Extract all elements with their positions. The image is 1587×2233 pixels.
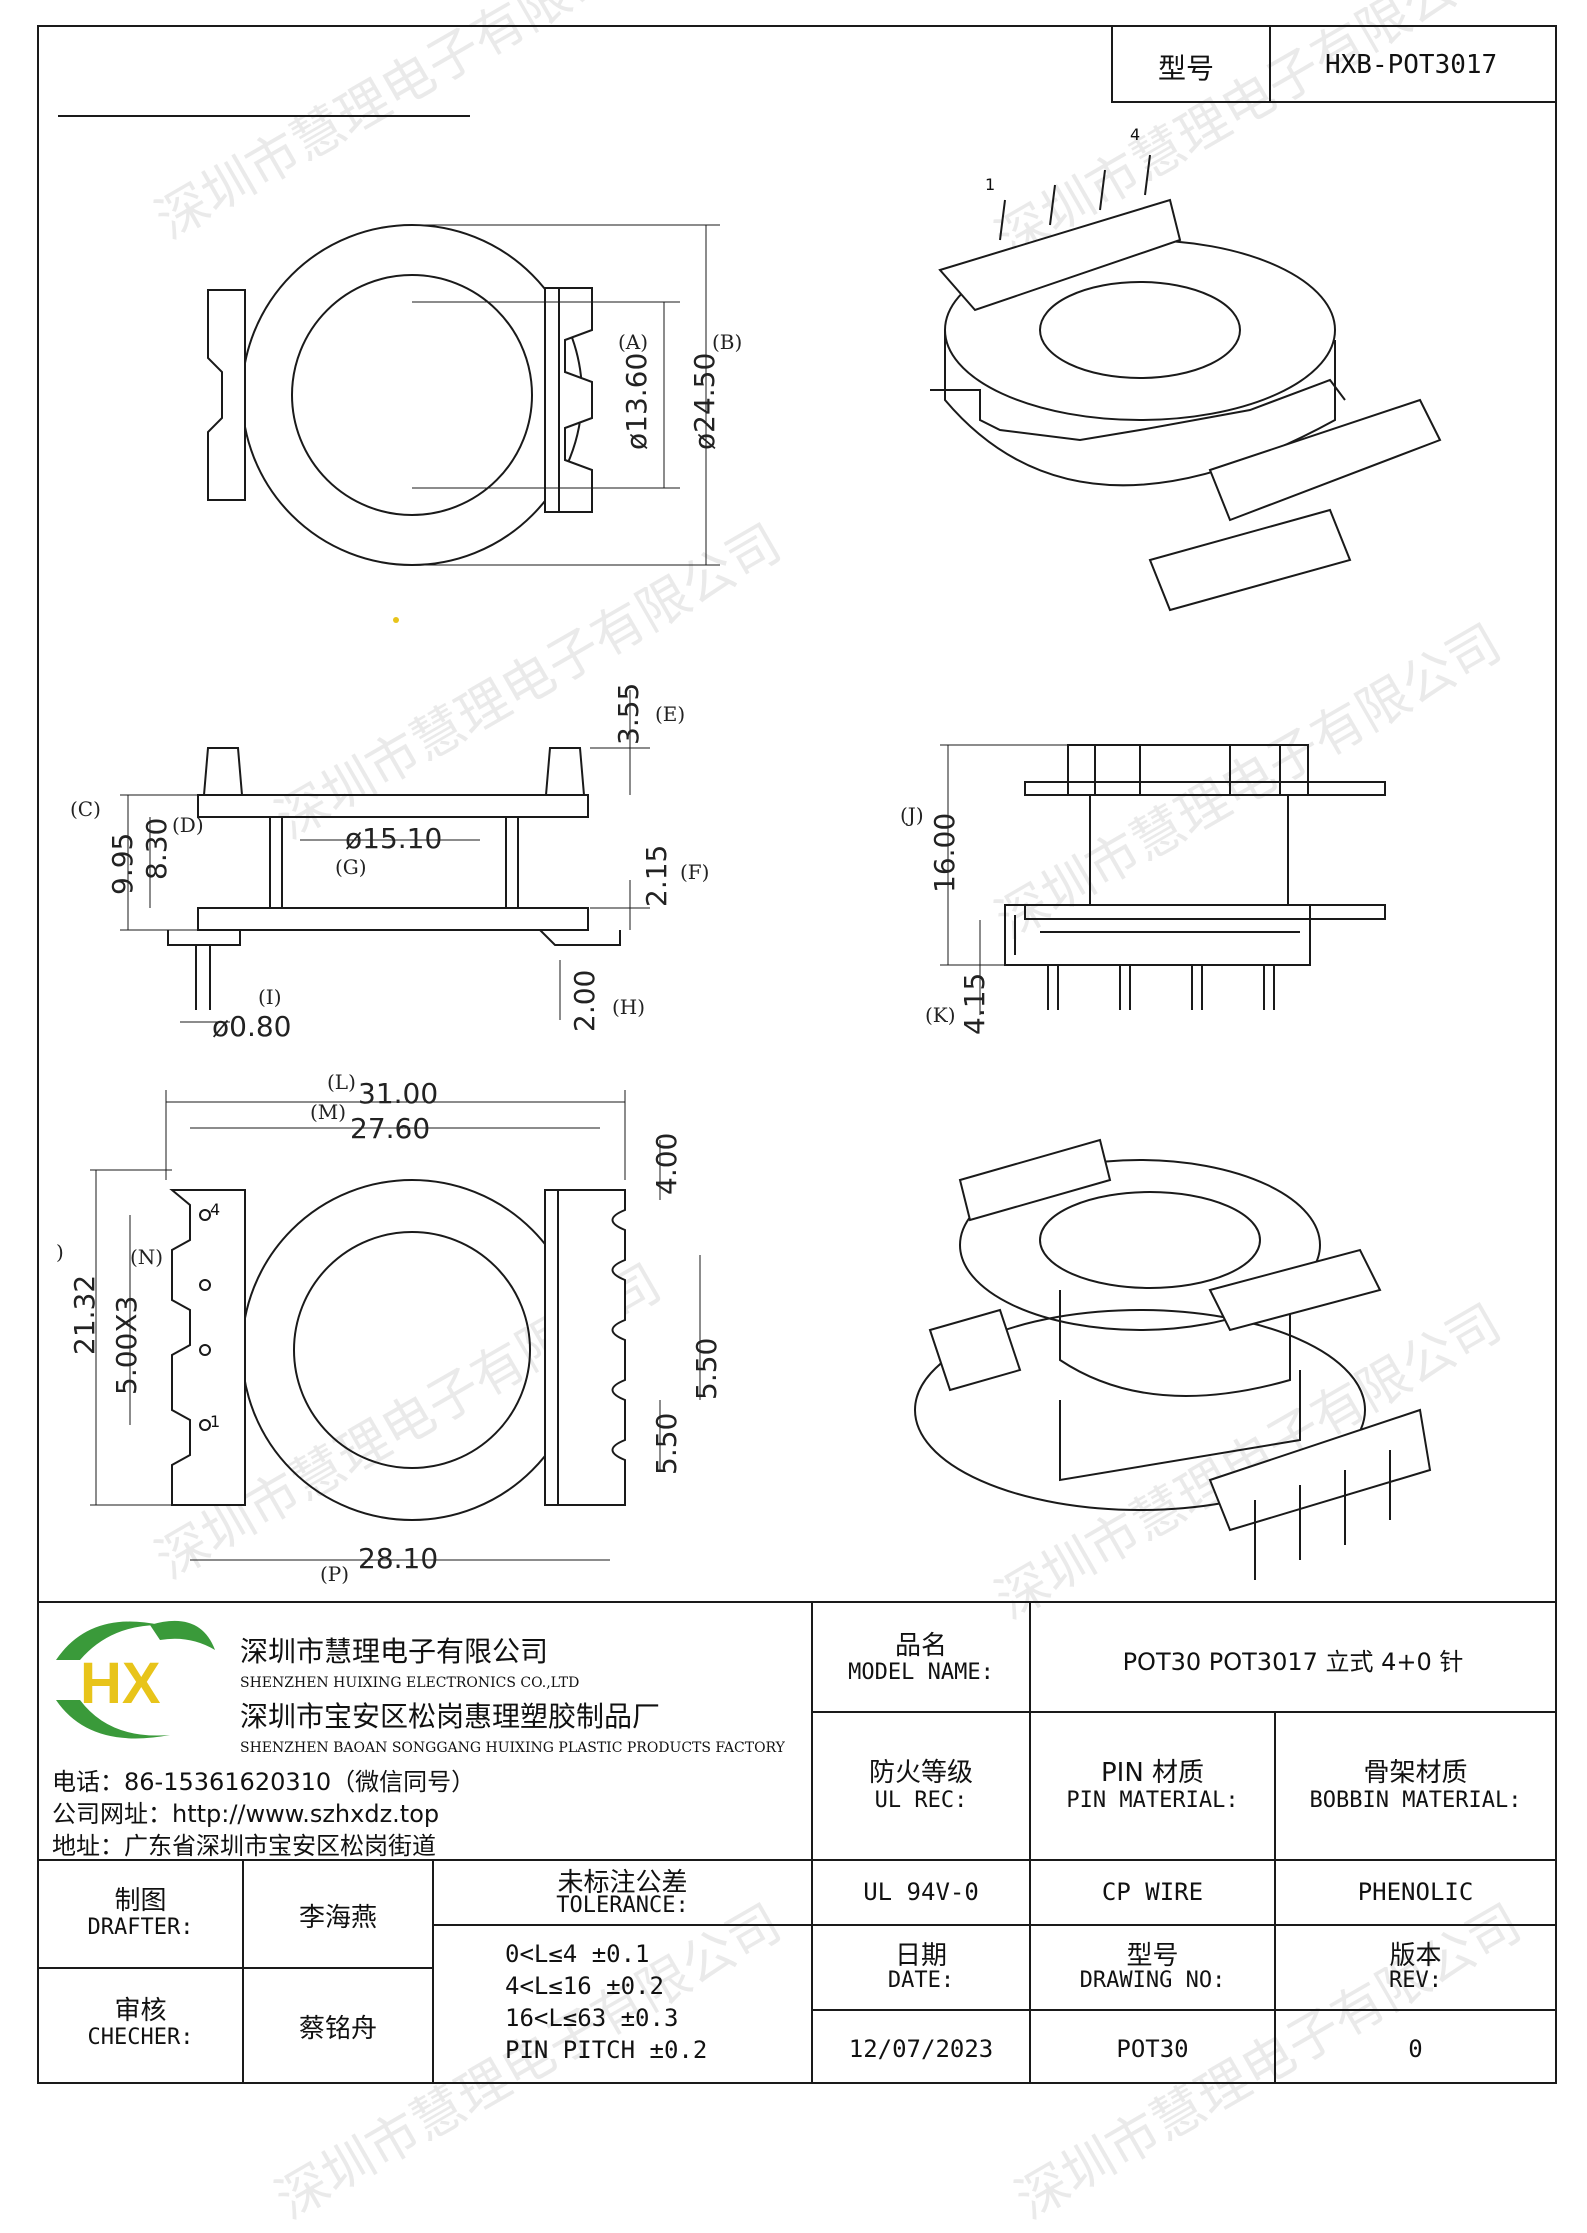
dim-h-label: (H) bbox=[612, 995, 646, 1019]
dim-e-value: 3.55 bbox=[612, 682, 645, 745]
iso-view-bottom bbox=[914, 1138, 1432, 1580]
fire-rating-label-en: UL REC: bbox=[874, 1788, 968, 1813]
pin-material-label-en: PIN MATERIAL: bbox=[1066, 1788, 1239, 1813]
company-name-en: SHENZHEN HUIXING ELECTRONICS CO.,LTD bbox=[240, 1675, 580, 1691]
header-box bbox=[1111, 25, 1557, 103]
dim-g-value: ø15.10 bbox=[345, 822, 443, 855]
dim-g-label: (G) bbox=[335, 855, 367, 879]
checker-label-cn: 审核 bbox=[114, 1996, 167, 2026]
tolerance-label-en: TOLERANCE: bbox=[556, 1893, 689, 1918]
date-value: 12/07/2023 bbox=[848, 2035, 994, 2063]
dim-b-label: (B) bbox=[712, 330, 743, 354]
dim-p-value: 28.10 bbox=[358, 1542, 439, 1575]
dim-r2-value: 5.50 bbox=[690, 1337, 723, 1400]
dim-a-label: (A) bbox=[618, 330, 649, 354]
title-block-grid bbox=[38, 1601, 1556, 2083]
company-website: 公司网址：http://www.szhxdz.top bbox=[52, 1800, 440, 1828]
dim-c-value: 9.95 bbox=[106, 832, 139, 895]
factory-name-en: SHENZHEN BAOAN SONGGANG HUIXING PLASTIC … bbox=[240, 1740, 785, 1756]
revision-label-en: REV: bbox=[1389, 1968, 1442, 1993]
dim-o-value: 21.32 bbox=[68, 1274, 101, 1355]
pin-4-marker: 4 bbox=[210, 1200, 221, 1219]
dim-n-value: 5.00X3 bbox=[110, 1295, 143, 1395]
dim-l-label: (L) bbox=[327, 1070, 356, 1094]
drafter-value: 李海燕 bbox=[298, 1903, 377, 1933]
company-logo bbox=[56, 1620, 215, 1739]
dim-m-value: 27.60 bbox=[350, 1112, 431, 1145]
drafter-label-en: DRAFTER: bbox=[87, 1915, 194, 1940]
pin-material-label-cn: PIN 材质 bbox=[1100, 1758, 1205, 1788]
model-name-value: POT30 POT3017 立式 4+0 针 bbox=[1122, 1648, 1464, 1676]
outer-frame bbox=[37, 25, 1557, 2084]
bobbin-material-value: PHENOLIC bbox=[1357, 1878, 1474, 1906]
dim-n-label: (N) bbox=[130, 1245, 164, 1269]
dim-i-label: (I) bbox=[258, 985, 282, 1009]
dim-d-label: (D) bbox=[172, 813, 204, 837]
front-view bbox=[940, 744, 1386, 1015]
dim-e-label: (E) bbox=[655, 702, 686, 726]
dim-a-value: ø13.60 bbox=[620, 352, 653, 450]
iso-view-top bbox=[930, 154, 1442, 612]
dim-f-value: 2.15 bbox=[640, 844, 673, 907]
model-type-label: 型号 bbox=[1158, 52, 1215, 85]
dim-f-label: (F) bbox=[680, 860, 710, 884]
drawing-no-label-cn: 型号 bbox=[1126, 1941, 1179, 1971]
dim-r1-value: 4.00 bbox=[650, 1132, 683, 1195]
date-label-en: DATE: bbox=[887, 1968, 955, 1993]
dim-o-label: ) bbox=[56, 1240, 64, 1264]
bobbin-material-label-en: BOBBIN MATERIAL: bbox=[1309, 1788, 1522, 1813]
checker-label-en: CHECHER: bbox=[87, 2025, 194, 2050]
date-label-cn: 日期 bbox=[894, 1941, 947, 1971]
tolerance-row: PIN PITCH ±0.2 bbox=[505, 2036, 708, 2064]
tolerance-row: 16<L≤63 ±0.3 bbox=[505, 2004, 679, 2032]
model-name-label-cn: 品名 bbox=[894, 1631, 947, 1661]
drafter-label-cn: 制图 bbox=[114, 1886, 167, 1916]
fire-rating-value: UL 94V-0 bbox=[863, 1878, 979, 1906]
fire-rating-label-cn: 防火等级 bbox=[868, 1758, 973, 1788]
iso-pin-1-label: 1 bbox=[985, 175, 996, 194]
engineering-drawing bbox=[37, 25, 1557, 2084]
dim-d-value: 8.30 bbox=[140, 817, 173, 880]
dim-r3-value: 5.50 bbox=[650, 1412, 683, 1475]
tolerance-label-cn: 未标注公差 bbox=[557, 1868, 688, 1898]
model-name-label-en: MODEL NAME: bbox=[848, 1660, 994, 1685]
tolerance-row: 0<L≤4 ±0.1 bbox=[505, 1940, 650, 1968]
logo-letters: HX bbox=[80, 1651, 161, 1716]
drawing-sheet: 深圳市慧理电子有限公司 深圳市慧理电子有限公司 深圳市慧理电子有限公司 深圳市慧… bbox=[37, 0, 1557, 2231]
dim-k-label: (K) bbox=[925, 1003, 956, 1027]
dim-j-label: (J) bbox=[900, 803, 924, 827]
drawing-no-value: POT30 bbox=[1116, 2035, 1189, 2063]
pin-material-value: CP WIRE bbox=[1101, 1878, 1204, 1906]
revision-value: 0 bbox=[1408, 2035, 1423, 2063]
company-name-cn: 深圳市慧理电子有限公司 bbox=[240, 1635, 549, 1668]
tolerance-row: 4<L≤16 ±0.2 bbox=[505, 1972, 664, 2000]
top-view bbox=[207, 224, 720, 566]
drawing-no-label-en: DRAWING NO: bbox=[1079, 1968, 1226, 1993]
company-address: 地址：广东省深圳市宝安区松岗街道 bbox=[52, 1832, 436, 1860]
pin-1-marker: 1 bbox=[210, 1412, 221, 1431]
model-type-value: HXB-POT3017 bbox=[1325, 50, 1498, 80]
dim-c-label: (C) bbox=[70, 797, 101, 821]
factory-name-cn: 深圳市宝安区松岗惠理塑胶制品厂 bbox=[240, 1700, 661, 1733]
dim-b-value: ø24.50 bbox=[688, 352, 721, 450]
iso-pin-4-label: 4 bbox=[1130, 125, 1141, 144]
dim-h-value: 2.00 bbox=[568, 969, 601, 1032]
dim-k-value: 4.15 bbox=[958, 972, 991, 1035]
company-phone: 电话：86-15361620310（微信同号） bbox=[52, 1768, 476, 1796]
side-view bbox=[120, 690, 650, 1023]
dim-l-value: 31.00 bbox=[358, 1077, 439, 1110]
bobbin-material-label-cn: 骨架材质 bbox=[1363, 1758, 1468, 1788]
bottom-view bbox=[90, 1090, 701, 1561]
checker-value: 蔡铭舟 bbox=[298, 2014, 377, 2044]
dim-p-label: (P) bbox=[320, 1562, 350, 1586]
dim-j-value: 16.00 bbox=[928, 812, 961, 893]
dim-i-value: ø0.80 bbox=[212, 1010, 292, 1043]
revision-label-cn: 版本 bbox=[1389, 1941, 1442, 1971]
dim-m-label: (M) bbox=[310, 1100, 347, 1124]
